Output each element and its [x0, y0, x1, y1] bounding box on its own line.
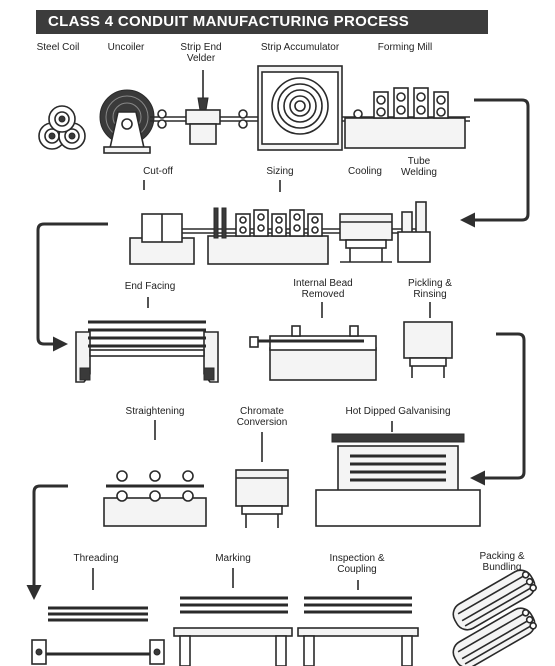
- forming-mill-icon: [344, 87, 466, 149]
- pickling-rinsing-icon: [403, 321, 453, 378]
- flow-arrow-1: [460, 98, 530, 228]
- leader-lines: [92, 70, 431, 590]
- label-strip-end-welder: Strip End Velder: [180, 42, 222, 64]
- steel-coil-icon: [38, 105, 86, 150]
- label-pickling-rinsing: Pickling & Rinsing: [408, 278, 452, 300]
- packing-bundling-icon: [452, 569, 537, 666]
- label-inspection-coupling: Inspection & Coupling: [329, 553, 385, 575]
- label-straightening: Straightening: [125, 406, 185, 417]
- internal-bead-removed-icon: [249, 325, 377, 381]
- label-tube-welding: Tube Welding: [401, 156, 437, 178]
- threading-icon: [31, 606, 165, 665]
- sizing-icon: [207, 207, 329, 265]
- label-steel-coil: Steel Coil: [36, 42, 80, 53]
- label-hot-dipped-galvanising: Hot Dipped Galvanising: [345, 406, 451, 417]
- marking-icon: [173, 596, 293, 666]
- label-sizing: Sizing: [266, 166, 294, 177]
- hot-dipped-galvanising-icon: [315, 433, 481, 527]
- straightening-icon: [103, 470, 207, 527]
- label-packing-bundling: Packing & Bundling: [479, 551, 525, 573]
- label-marking: Marking: [215, 553, 251, 564]
- inspection-coupling-icon: [297, 596, 419, 666]
- label-uncoiler: Uncoiler: [107, 42, 145, 53]
- label-chromate-conversion: Chromate Conversion: [236, 406, 288, 428]
- label-cut-off: Cut-off: [143, 166, 173, 177]
- label-cooling: Cooling: [348, 166, 382, 177]
- flow-arrow-2: [36, 222, 108, 352]
- label-forming-mill: Forming Mill: [377, 42, 433, 53]
- tube-welding-icon: [397, 201, 431, 263]
- label-threading: Threading: [73, 553, 119, 564]
- page-title: CLASS 4 CONDUIT MANUFACTURING PROCESS: [48, 13, 410, 30]
- flow-arrow-4: [26, 484, 68, 600]
- cut-off-icon: [129, 213, 195, 265]
- label-end-facing: End Facing: [124, 281, 176, 292]
- end-facing-icon: [75, 320, 219, 383]
- uncoiler-icon: [99, 89, 155, 154]
- cooling-icon: [339, 213, 393, 263]
- strip-end-welder-icon: [157, 97, 248, 145]
- title-bar: [36, 10, 488, 34]
- strip-accumulator-icon: [257, 65, 343, 151]
- label-strip-accumulator: Strip Accumulator: [260, 42, 340, 53]
- chromate-conversion-icon: [235, 469, 289, 528]
- label-internal-bead-removed: Internal Bead Removed: [293, 278, 353, 300]
- flow-arrow-3: [470, 332, 526, 486]
